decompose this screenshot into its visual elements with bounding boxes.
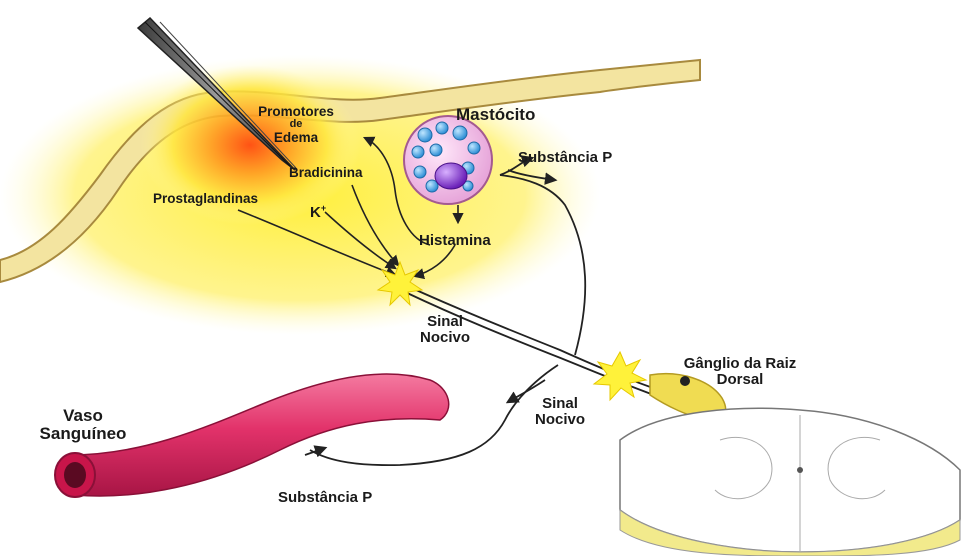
mast-cell-nucleus (435, 163, 467, 189)
label-substancia-p-top: Substância P (518, 150, 612, 166)
vaso-line-1: Vaso (28, 407, 138, 425)
promotores-line-3: Edema (246, 131, 346, 145)
label-promotores-de-edema: Promotores de Edema (246, 105, 346, 145)
sinal-nocivo-1-line-2: Nocivo (400, 330, 490, 346)
mast-cell (404, 116, 492, 204)
sinal-nocivo-2-line-2: Nocivo (515, 412, 605, 428)
label-vaso-sanguineo: Vaso Sanguíneo (28, 407, 138, 443)
label-mastocito: Mastócito (456, 106, 535, 124)
k-plus-symbol: K (310, 204, 321, 221)
spinal-cord (620, 408, 960, 556)
k-plus-charge: + (321, 203, 326, 213)
vaso-line-2: Sanguíneo (28, 425, 138, 443)
ganglio-line-2: Dorsal (660, 372, 820, 388)
label-histamina: Histamina (419, 233, 491, 249)
label-prostaglandinas: Prostaglandinas (153, 192, 258, 206)
central-canal (797, 467, 803, 473)
sinal-nocivo-2-line-1: Sinal (515, 396, 605, 412)
label-sinal-nocivo-1: Sinal Nocivo (400, 314, 490, 346)
promotores-line-2: de (246, 119, 346, 131)
label-k-plus: K+ (310, 204, 326, 221)
label-sinal-nocivo-2: Sinal Nocivo (515, 396, 605, 428)
ganglio-line-1: Gânglio da Raiz (660, 356, 820, 372)
sinal-nocivo-1-line-1: Sinal (400, 314, 490, 330)
promotores-line-1: Promotores (246, 105, 346, 119)
label-ganglio-raiz-dorsal: Gânglio da Raiz Dorsal (660, 356, 820, 388)
tissue (0, 55, 700, 335)
label-bradicinina: Bradicinina (289, 166, 363, 180)
receptor-burst-ganglion (594, 352, 646, 400)
label-substancia-p-bottom: Substância P (278, 490, 372, 506)
